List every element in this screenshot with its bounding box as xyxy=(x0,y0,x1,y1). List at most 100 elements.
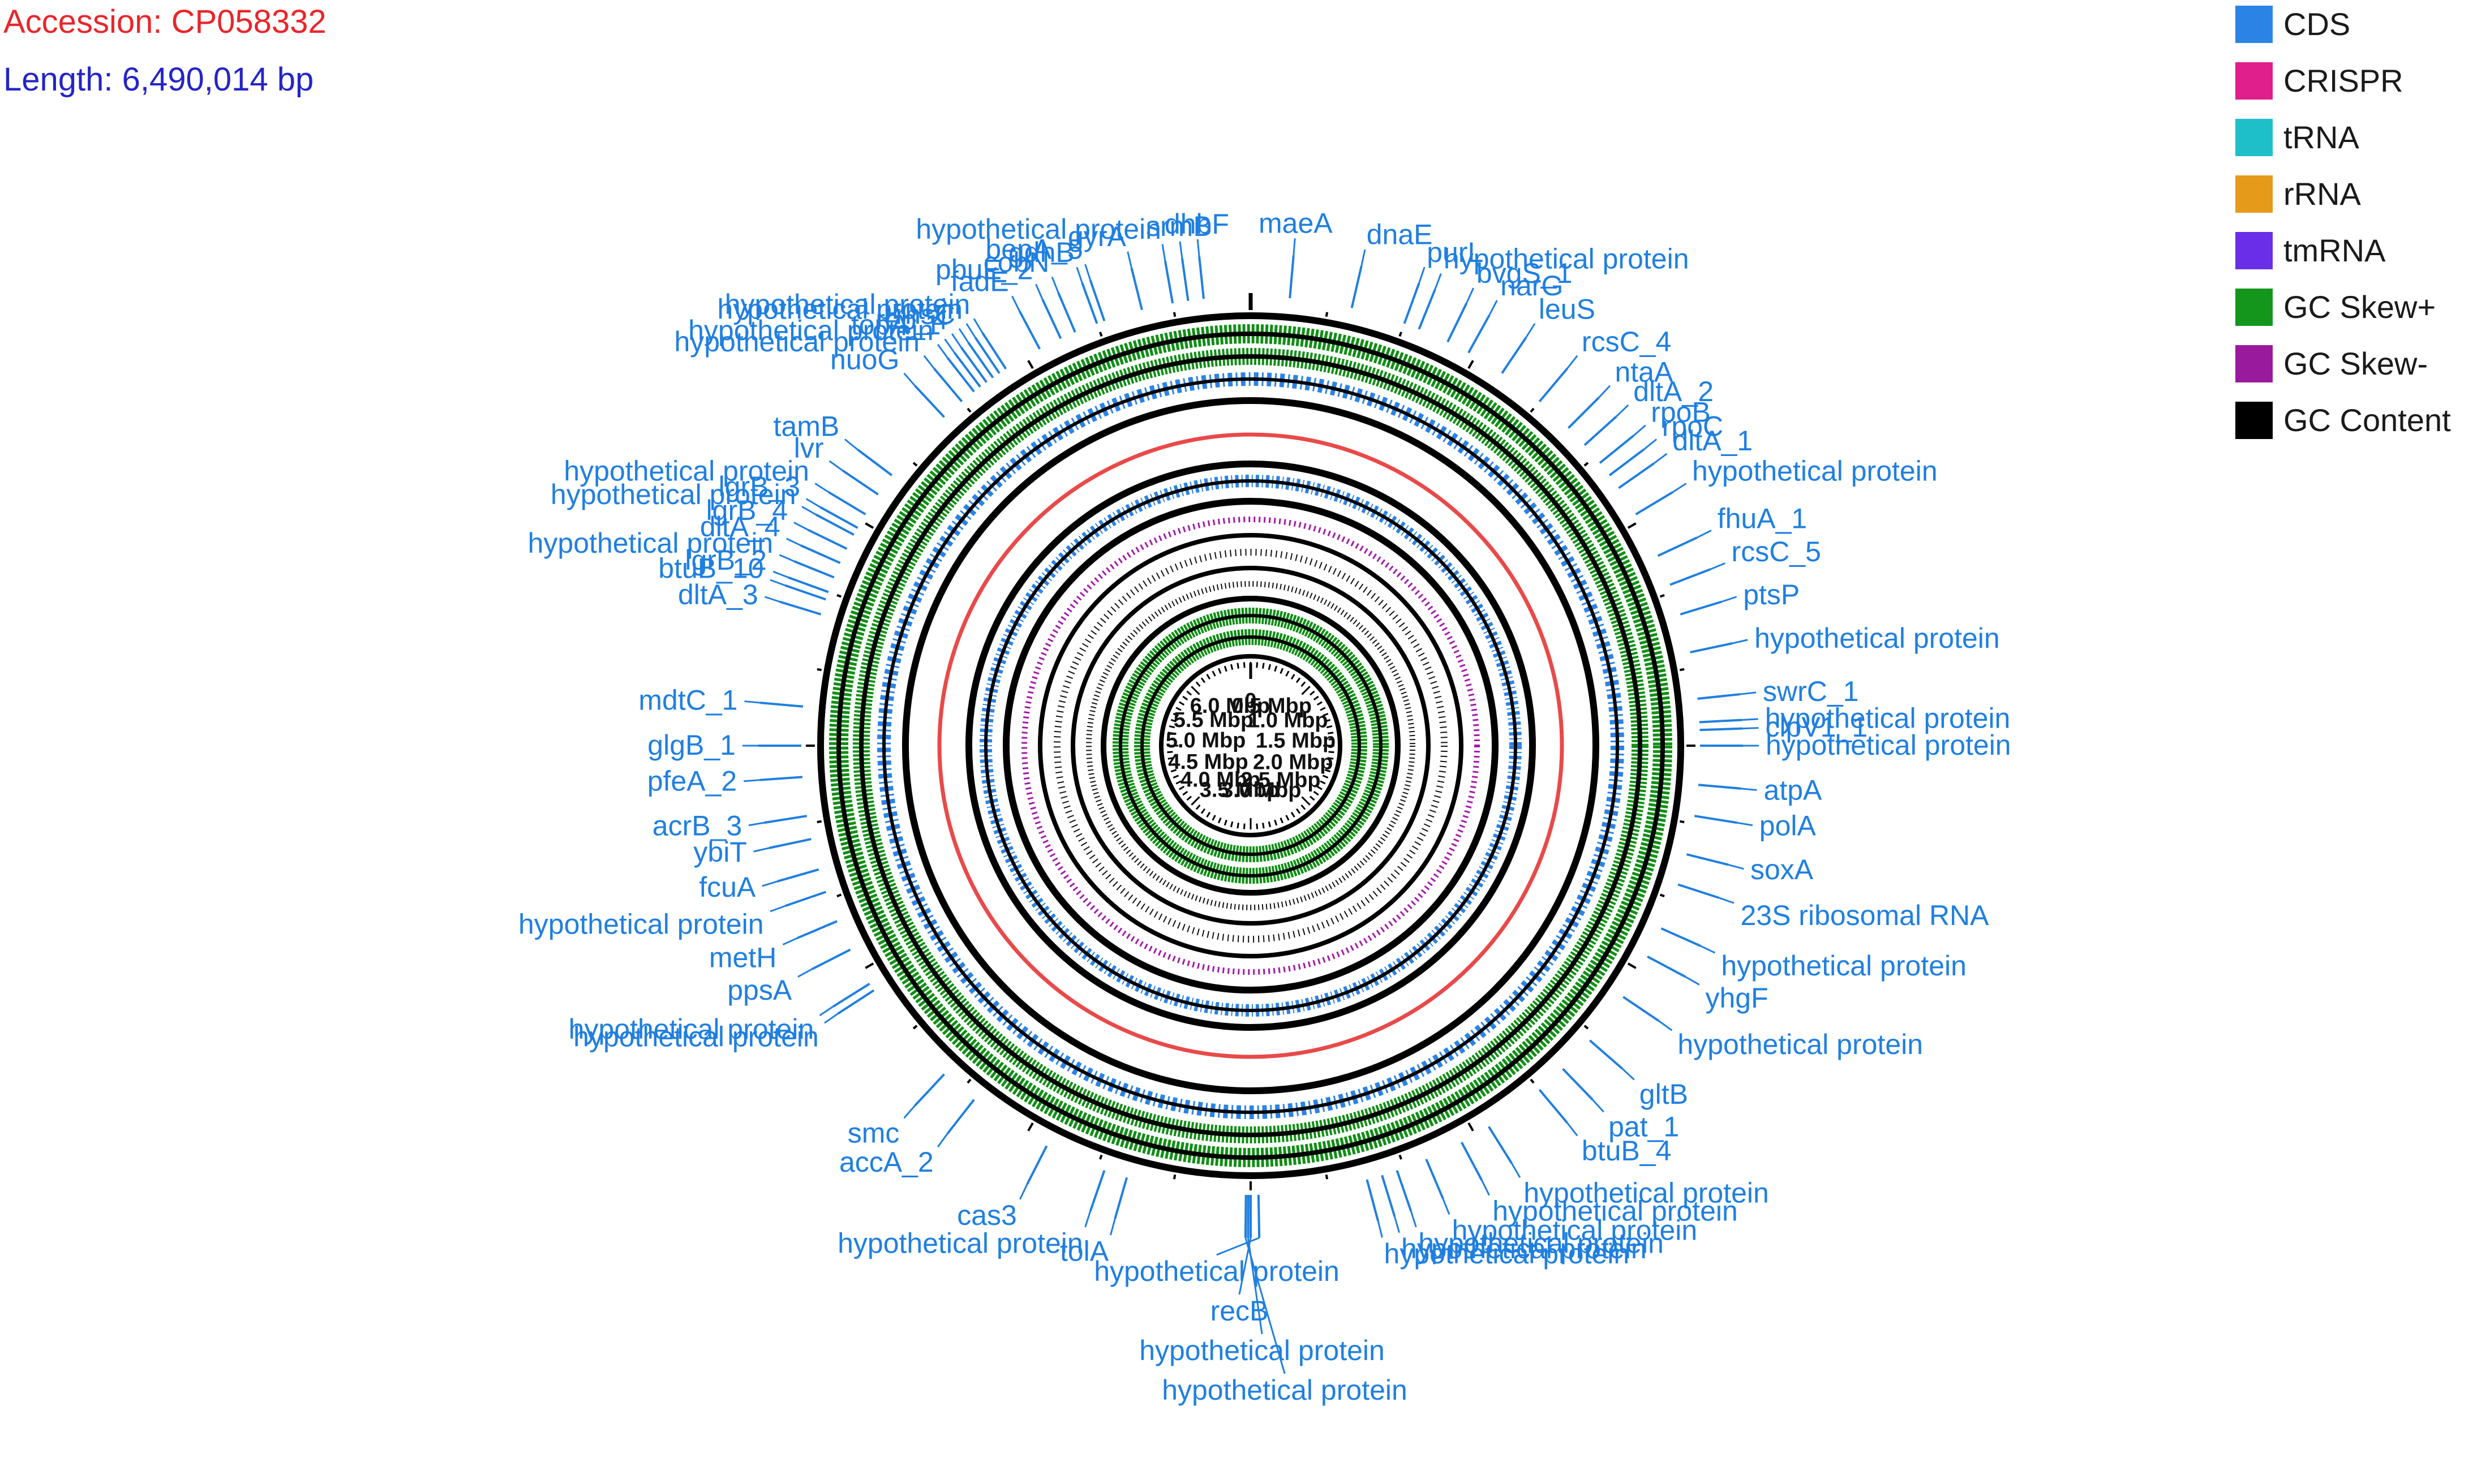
scale-tick xyxy=(1182,695,1188,701)
outer-tick xyxy=(1659,893,1665,897)
gc-skew-plus-ring xyxy=(853,348,1648,1143)
scale-tick xyxy=(1274,819,1278,826)
leader-line xyxy=(770,579,785,587)
leader-line xyxy=(1690,642,1733,653)
leader-line xyxy=(946,357,975,393)
leader-line xyxy=(1081,282,1098,324)
gene-label: acrB_3 xyxy=(652,810,742,841)
leader-line xyxy=(828,460,843,471)
leader-line xyxy=(815,513,855,536)
scale-tick xyxy=(1322,712,1329,717)
gene-label: rcsC_4 xyxy=(1582,326,1671,358)
gene-label: hypothetical protein xyxy=(1139,1335,1385,1366)
legend-swatch xyxy=(2235,62,2273,100)
leader-line xyxy=(1538,1089,1568,1124)
gene-label: hypothetical protein xyxy=(1492,1195,1738,1227)
leader-line xyxy=(1700,945,1716,954)
leader-line xyxy=(793,560,835,579)
outer-tick xyxy=(836,893,842,897)
leader-line xyxy=(1019,1184,1028,1200)
scale-tick xyxy=(1328,757,1334,760)
leader-line xyxy=(1699,719,1742,724)
leader-line xyxy=(967,342,994,378)
cds-ring xyxy=(877,372,1624,1119)
leader-line xyxy=(759,776,803,781)
scale-tick-label: 5.0 Mbp xyxy=(1166,729,1246,752)
gene-label: pat_1 xyxy=(1608,1111,1679,1143)
gene-label: dnaE xyxy=(1367,218,1433,250)
scale-tick xyxy=(1262,663,1265,669)
leader-line xyxy=(800,544,841,564)
gene-label: hypothetical protein xyxy=(573,1021,819,1053)
leader-line xyxy=(764,815,808,824)
leader-lines xyxy=(742,238,1759,1374)
scale-tick xyxy=(1175,780,1182,785)
outer-tick xyxy=(1659,594,1665,598)
scale-tick xyxy=(1237,663,1239,669)
leader-line xyxy=(937,343,948,359)
gene-label: topA_1 xyxy=(851,309,941,341)
scale-tick xyxy=(1173,775,1179,779)
scale-tick xyxy=(1268,664,1272,670)
scale-tick xyxy=(1170,719,1177,722)
outer-tick xyxy=(912,462,918,467)
leader-line xyxy=(1710,562,1725,570)
gene-label: dltA_1 xyxy=(1672,425,1753,457)
outer-tick xyxy=(1679,820,1685,824)
scale-tick xyxy=(1195,804,1201,810)
leader-line xyxy=(1084,1211,1092,1228)
leader-line xyxy=(1488,1126,1513,1164)
gene-label: lvr xyxy=(794,432,824,464)
gene-label: hypothetical protein xyxy=(569,1013,814,1045)
leader-line xyxy=(1699,727,1743,732)
leader-line xyxy=(1127,251,1132,269)
outer-tick xyxy=(836,594,842,598)
scale-tick xyxy=(1290,811,1295,818)
scale-tick xyxy=(1223,665,1227,672)
leader-line xyxy=(837,989,875,1015)
scale-tick xyxy=(1301,796,1311,806)
leader-line xyxy=(1598,385,1611,398)
leader-line xyxy=(1685,976,1700,986)
leader-line xyxy=(1643,438,1658,450)
leader-line xyxy=(1621,1068,1635,1081)
gene-label: hypothetical protein xyxy=(551,479,796,510)
backbone-ring xyxy=(1159,654,1342,837)
leader-line xyxy=(914,1073,945,1107)
gene-label: hypothetical protein xyxy=(1444,243,1689,274)
leader-line xyxy=(1360,249,1366,266)
leader-line xyxy=(1737,821,1753,827)
leader-line xyxy=(1393,1216,1400,1233)
gc-skew-plus-ring xyxy=(829,324,1672,1167)
leader-line xyxy=(1289,255,1295,299)
leader-line xyxy=(1410,1211,1417,1228)
leader-line xyxy=(1377,1220,1383,1238)
leader-line xyxy=(785,537,801,547)
scale-tick xyxy=(1309,795,1315,801)
scale-tick xyxy=(1285,670,1290,677)
leader-line xyxy=(1467,315,1491,354)
gene-label: cas3 xyxy=(957,1199,1017,1231)
scale-tick xyxy=(1200,808,1206,814)
gene-label: ybiT xyxy=(693,836,746,868)
leader-line xyxy=(1562,1068,1594,1101)
outer-tick xyxy=(1530,407,1535,413)
scale-tick xyxy=(1285,815,1290,821)
leader-line xyxy=(1180,258,1190,302)
outer-tick xyxy=(1325,1174,1329,1180)
leader-line xyxy=(1381,1175,1396,1217)
gene-label: btuB_4 xyxy=(1582,1135,1671,1167)
leader-line xyxy=(744,700,761,704)
leader-line xyxy=(1114,1177,1128,1219)
gene-label: hypothetical protein xyxy=(1418,1227,1664,1259)
gene-label: hypothetical protein xyxy=(1721,950,1967,982)
leader-line xyxy=(1728,864,1744,870)
scale-tick xyxy=(1186,795,1192,801)
leader-line xyxy=(779,600,822,616)
leader-line xyxy=(1460,1142,1483,1181)
scale-tick xyxy=(1237,823,1239,829)
leader-line xyxy=(1434,273,1442,290)
scale-tick xyxy=(1290,674,1295,680)
